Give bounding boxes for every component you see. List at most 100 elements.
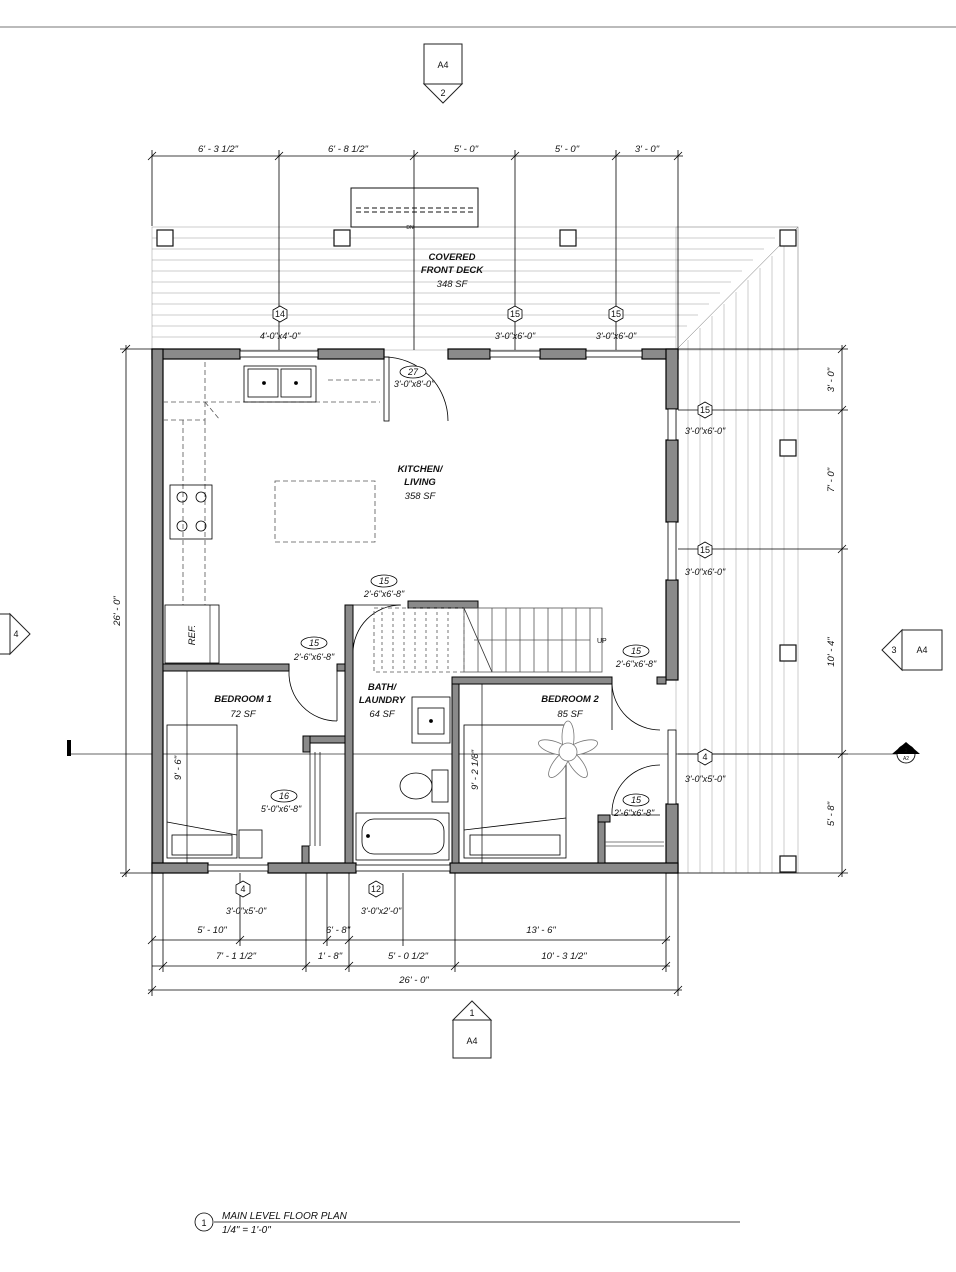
refrigerator-label: REF. (187, 625, 198, 645)
drawing-title-scale: 1/4" = 1'-0" (222, 1225, 271, 1236)
interior-stair[interactable]: UP (373, 607, 607, 673)
section-marker-right-sheet: A4 (916, 645, 927, 655)
window-tag-number: 15 (510, 309, 520, 319)
window-tag-15-east-b[interactable]: 15 3'-0"x6'-0" (685, 541, 726, 577)
toilet[interactable] (399, 769, 449, 803)
deck-stair-label: DN (406, 225, 414, 231)
wall-windows (207, 350, 677, 872)
window-tag-number: 14 (275, 309, 285, 319)
section-marker-right-number: 3 (891, 645, 896, 655)
window-tag-number: 4 (702, 752, 707, 762)
window-tag-number: 15 (700, 405, 710, 415)
dim-top-2: 6' - 8 1/2" (328, 144, 369, 155)
closet-door[interactable] (611, 764, 661, 816)
drawing-title-number: 1 (201, 1218, 206, 1228)
window-tag-size: 3'-0"x5'-0" (685, 774, 726, 784)
dim-top-1: 6' - 3 1/2" (198, 144, 239, 155)
deck-stair[interactable]: DN (350, 187, 479, 231)
dim-right-1: 3' - 0" (826, 367, 837, 392)
door-tag-number: 15 (631, 795, 642, 805)
entry-door[interactable] (383, 356, 449, 422)
deck-name-line2: FRONT DECK (421, 265, 484, 276)
dim-left-total: 26' - 0" (112, 596, 123, 627)
bedroom1-door[interactable] (288, 670, 338, 722)
window-tag-15-north-a[interactable]: 15 3'-0"x6'-0" (495, 305, 536, 341)
dimension-right (678, 344, 848, 878)
refrigerator[interactable]: REF. (164, 604, 220, 664)
window-tag-15-east-a[interactable]: 15 3'-0"x6'-0" (685, 401, 726, 436)
door-tag-size: 2'-6"x6'-8" (293, 652, 335, 662)
window-tag-4-south[interactable]: 4 3'-0"x5'-0" (226, 880, 267, 916)
section-marker-top-sheet: A4 (437, 60, 448, 70)
deck-name-line1: COVERED (429, 252, 476, 263)
door-tag-size: 2'-6"x6'-8" (613, 808, 655, 818)
section-marker-top-number: 2 (440, 88, 445, 98)
dimension-bottom (147, 873, 683, 996)
window-tag-15-north-b[interactable]: 15 3'-0"x6'-0" (596, 305, 637, 341)
section-marker-left[interactable]: 4 (0, 612, 31, 656)
section-marker-right[interactable]: 3 A4 (881, 628, 943, 672)
deck-posts (156, 229, 797, 873)
bath-sink[interactable] (411, 696, 451, 744)
dim-right-2: 7' - 0" (826, 467, 837, 492)
dim-bottom-6: 5' - 0 1/2" (388, 951, 429, 962)
bedroom1-nightstand (238, 829, 263, 859)
bedroom1-closet-door[interactable] (309, 752, 321, 846)
dim-bedroom1-height: 9' - 6" (173, 755, 184, 780)
bathtub[interactable] (355, 812, 450, 861)
door-tag-15-bedroom1[interactable]: 15 2'-6"x6'-8" (293, 636, 335, 662)
range-cooktop[interactable] (169, 484, 213, 540)
stair-up-label: UP (597, 638, 607, 645)
window-tag-12-south[interactable]: 12 3'-0"x2'-0" (361, 880, 402, 916)
kitchen-area: 358 SF (405, 491, 437, 502)
door-tag-15-bath[interactable]: 15 2'-6"x6'-8" (363, 574, 405, 599)
door-tag-number: 27 (407, 367, 419, 377)
kitchen-name-line2: LIVING (404, 477, 436, 488)
front-deck (151, 226, 799, 351)
bath-name-line2: LAUNDRY (359, 695, 407, 706)
closet-shelving (605, 841, 664, 847)
door-tag-27[interactable]: 27 3'-0"x8'-0" (394, 365, 435, 389)
dim-top-5: 3' - 0" (635, 144, 660, 155)
dimension-top (147, 150, 683, 350)
bath-door[interactable] (352, 604, 402, 654)
dimension-interior (186, 671, 483, 863)
window-tag-number: 4 (240, 884, 245, 894)
window-tag-number: 15 (611, 309, 621, 319)
window-tag-size: 3'-0"x6'-0" (495, 331, 536, 341)
dim-right-3: 10' - 4" (826, 637, 837, 667)
window-tag-number: 15 (700, 545, 710, 555)
door-tag-number: 15 (309, 638, 320, 648)
dim-top-3: 5' - 0" (454, 144, 479, 155)
door-tag-size: 2'-6"x6'-8" (615, 659, 657, 669)
window-tag-size: 3'-0"x2'-0" (361, 906, 402, 916)
section-marker-bottom-sheet: A4 (466, 1036, 477, 1046)
kitchen-island[interactable] (274, 480, 376, 543)
bedroom2-door[interactable] (611, 683, 661, 731)
window-tag-14-north[interactable]: 14 4'-0"x4'-0" (260, 305, 301, 341)
dim-bottom-5: 1' - 8" (318, 951, 343, 962)
window-tag-size: 3'-0"x6'-0" (596, 331, 637, 341)
door-tag-15-bedroom2[interactable]: 15 2'-6"x6'-8" (615, 644, 657, 669)
interior-walls (162, 600, 667, 864)
dim-bedroom2-height: 9' - 2 1/8" (470, 749, 481, 790)
door-tag-16[interactable]: 16 5'-0"x6'-8" (261, 789, 302, 814)
exterior-walls (151, 348, 679, 874)
window-tag-number: 12 (371, 884, 381, 894)
bath-area: 64 SF (369, 709, 396, 720)
deck-area: 348 SF (437, 279, 469, 290)
section-marker-top[interactable]: A4 2 (422, 43, 464, 104)
door-tag-number: 16 (279, 791, 289, 801)
kitchen-name-line1: KITCHEN/ (398, 464, 444, 475)
bedroom1-name: BEDROOM 1 (214, 694, 272, 705)
section-marker-bottom[interactable]: 1 A4 (451, 1000, 493, 1059)
drawing-title-name: MAIN LEVEL FLOOR PLAN (222, 1211, 348, 1222)
window-tag-4-east[interactable]: 4 3'-0"x5'-0" (685, 748, 726, 784)
door-tag-15-closet[interactable]: 15 2'-6"x6'-8" (613, 793, 655, 818)
kitchen-sink[interactable] (243, 365, 317, 403)
dim-bottom-7: 10' - 3 1/2" (541, 951, 587, 962)
section-marker-side[interactable]: 3 A2 (892, 742, 920, 764)
drawing-title: 1 MAIN LEVEL FLOOR PLAN 1/4" = 1'-0" (194, 1211, 740, 1236)
section-marker-bottom-number: 1 (469, 1008, 474, 1018)
